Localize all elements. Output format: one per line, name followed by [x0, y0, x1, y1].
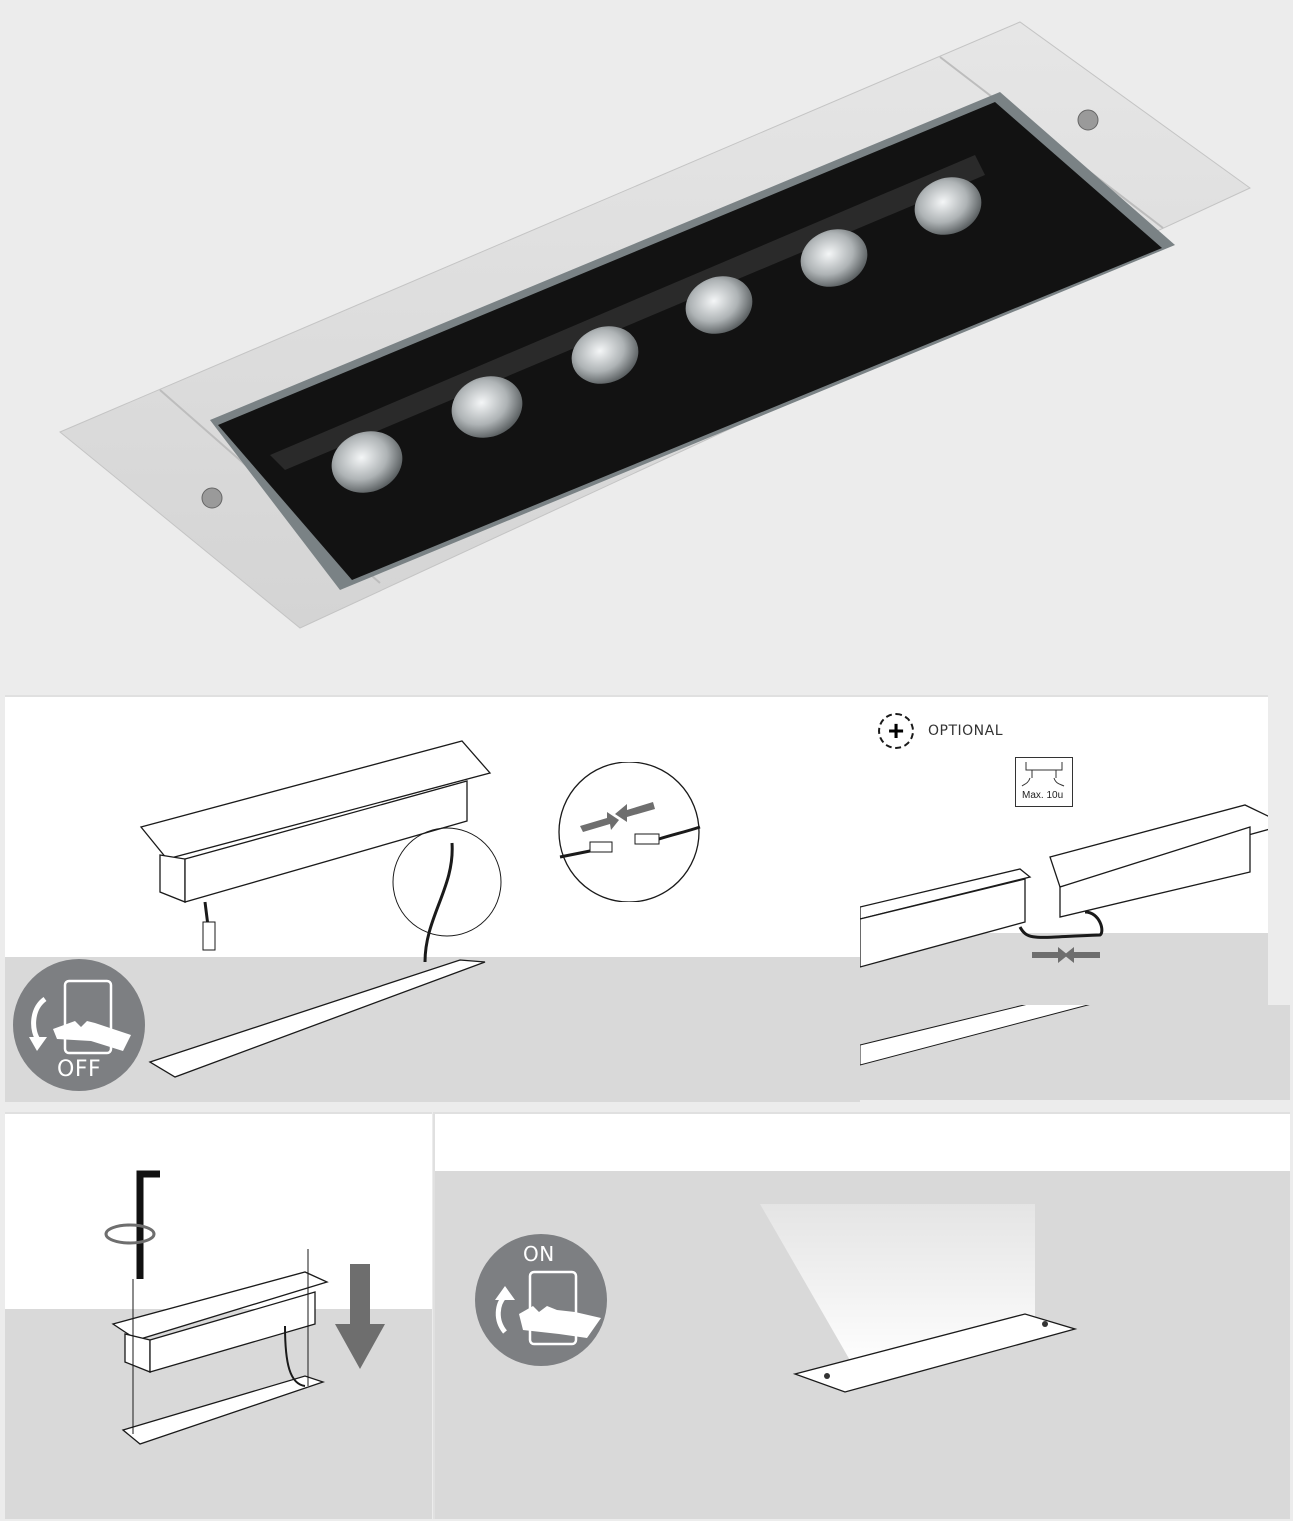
arrow-right-icon — [1032, 947, 1068, 963]
arrow-left-icon — [615, 802, 655, 822]
fixture-install-diagram — [139, 740, 502, 1078]
optional-label: OPTIONAL — [928, 723, 1004, 739]
step-1-panel: OFF — [5, 695, 860, 1102]
floor — [860, 1005, 1290, 1100]
hex-key-icon — [136, 1170, 160, 1279]
arrow-right-icon — [580, 812, 619, 832]
max-units-badge: Max. 10u — [1015, 757, 1073, 807]
rotate-icon — [104, 1223, 156, 1245]
linking-fixtures-diagram — [860, 804, 1268, 968]
screw-icon — [201, 487, 223, 509]
power-switch-on-icon: ON — [475, 1234, 607, 1366]
switch-label: ON — [523, 1242, 555, 1266]
switch-label: OFF — [57, 1057, 102, 1082]
arrow-down-icon — [335, 1264, 385, 1369]
screw-icon — [1077, 109, 1099, 131]
step-2-panel: + OPTIONAL Max. 10u — [860, 695, 1268, 1007]
fixture-mount-diagram — [104, 1170, 385, 1445]
step-3-panel — [5, 1112, 432, 1519]
step-4-panel: ON — [433, 1112, 1290, 1519]
product-photo — [0, 0, 1293, 670]
power-switch-off-icon: OFF — [13, 959, 145, 1091]
led-lenses — [331, 177, 982, 493]
lit-fixture-diagram — [760, 1204, 1078, 1393]
dashed-plus-icon: + — [878, 713, 914, 749]
connector-plug-detail — [558, 762, 701, 902]
arrow-left-icon — [1064, 947, 1100, 963]
